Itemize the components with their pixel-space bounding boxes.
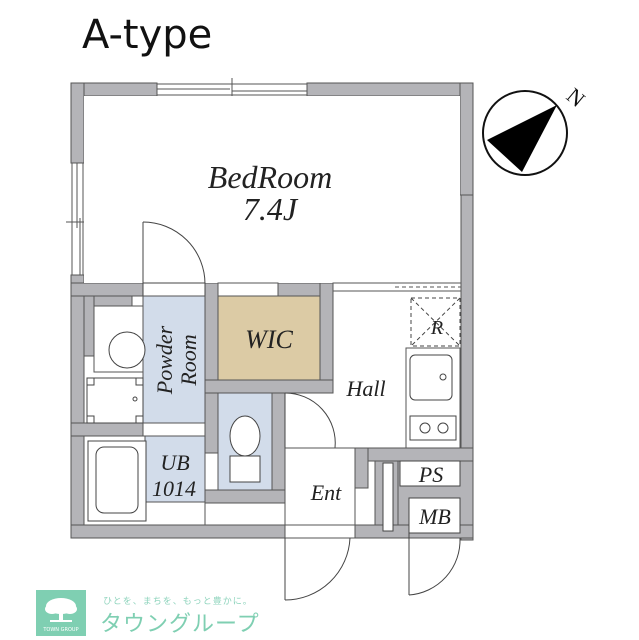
compass-north-label: N xyxy=(562,83,590,112)
refrigerator-label: R xyxy=(430,317,443,339)
powder-room xyxy=(142,295,206,424)
meter-box xyxy=(408,497,461,534)
windows xyxy=(66,78,308,276)
pipe-space-box xyxy=(399,460,461,487)
wic-label: WIC xyxy=(245,325,293,354)
unit-bath-label-1: UB xyxy=(160,450,189,475)
toilet-tank xyxy=(229,455,261,483)
logo-text: TOWN GROUP xyxy=(43,627,79,633)
unit-bath-label-2: 1014 xyxy=(152,476,196,501)
wic-opening xyxy=(217,282,279,297)
bedroom-floor xyxy=(84,96,460,283)
bedroom-label: BedRoom xyxy=(208,159,332,195)
burner-icon xyxy=(419,422,431,434)
bedroom-door xyxy=(142,221,206,297)
entrance-door xyxy=(284,537,351,601)
pipe-space-label: PS xyxy=(418,462,443,487)
bathtub-inner xyxy=(95,446,139,514)
hall-sliding-door xyxy=(332,282,462,292)
meter-box-label: MB xyxy=(418,504,451,529)
entrance-label: Ent xyxy=(310,480,342,505)
tree-icon xyxy=(45,598,77,622)
refrigerator-space xyxy=(410,297,461,347)
compass-icon: N xyxy=(482,83,590,176)
toilet-door xyxy=(284,392,336,449)
stove xyxy=(409,415,457,441)
burner-icon xyxy=(437,422,449,434)
powder-room-label-1: Powder xyxy=(152,325,177,395)
town-group-logo: TOWN GROUP xyxy=(36,590,86,636)
washer-space-corners xyxy=(86,377,144,424)
wic-room xyxy=(217,295,321,381)
mb-door xyxy=(408,533,461,596)
brand-name: タウングループ xyxy=(100,612,260,637)
plan-title: A-type xyxy=(82,12,213,58)
walls xyxy=(70,82,474,541)
sink-icon xyxy=(108,331,146,369)
slogan: ひとを、まちを、もっと豊かに。 xyxy=(103,597,253,607)
bedroom-size: 7.4J xyxy=(243,191,299,227)
toilet-icon xyxy=(229,415,261,457)
kitchen-sink xyxy=(409,354,453,401)
hall-label: Hall xyxy=(345,376,385,401)
powder-room-label-2: Room xyxy=(176,334,201,386)
